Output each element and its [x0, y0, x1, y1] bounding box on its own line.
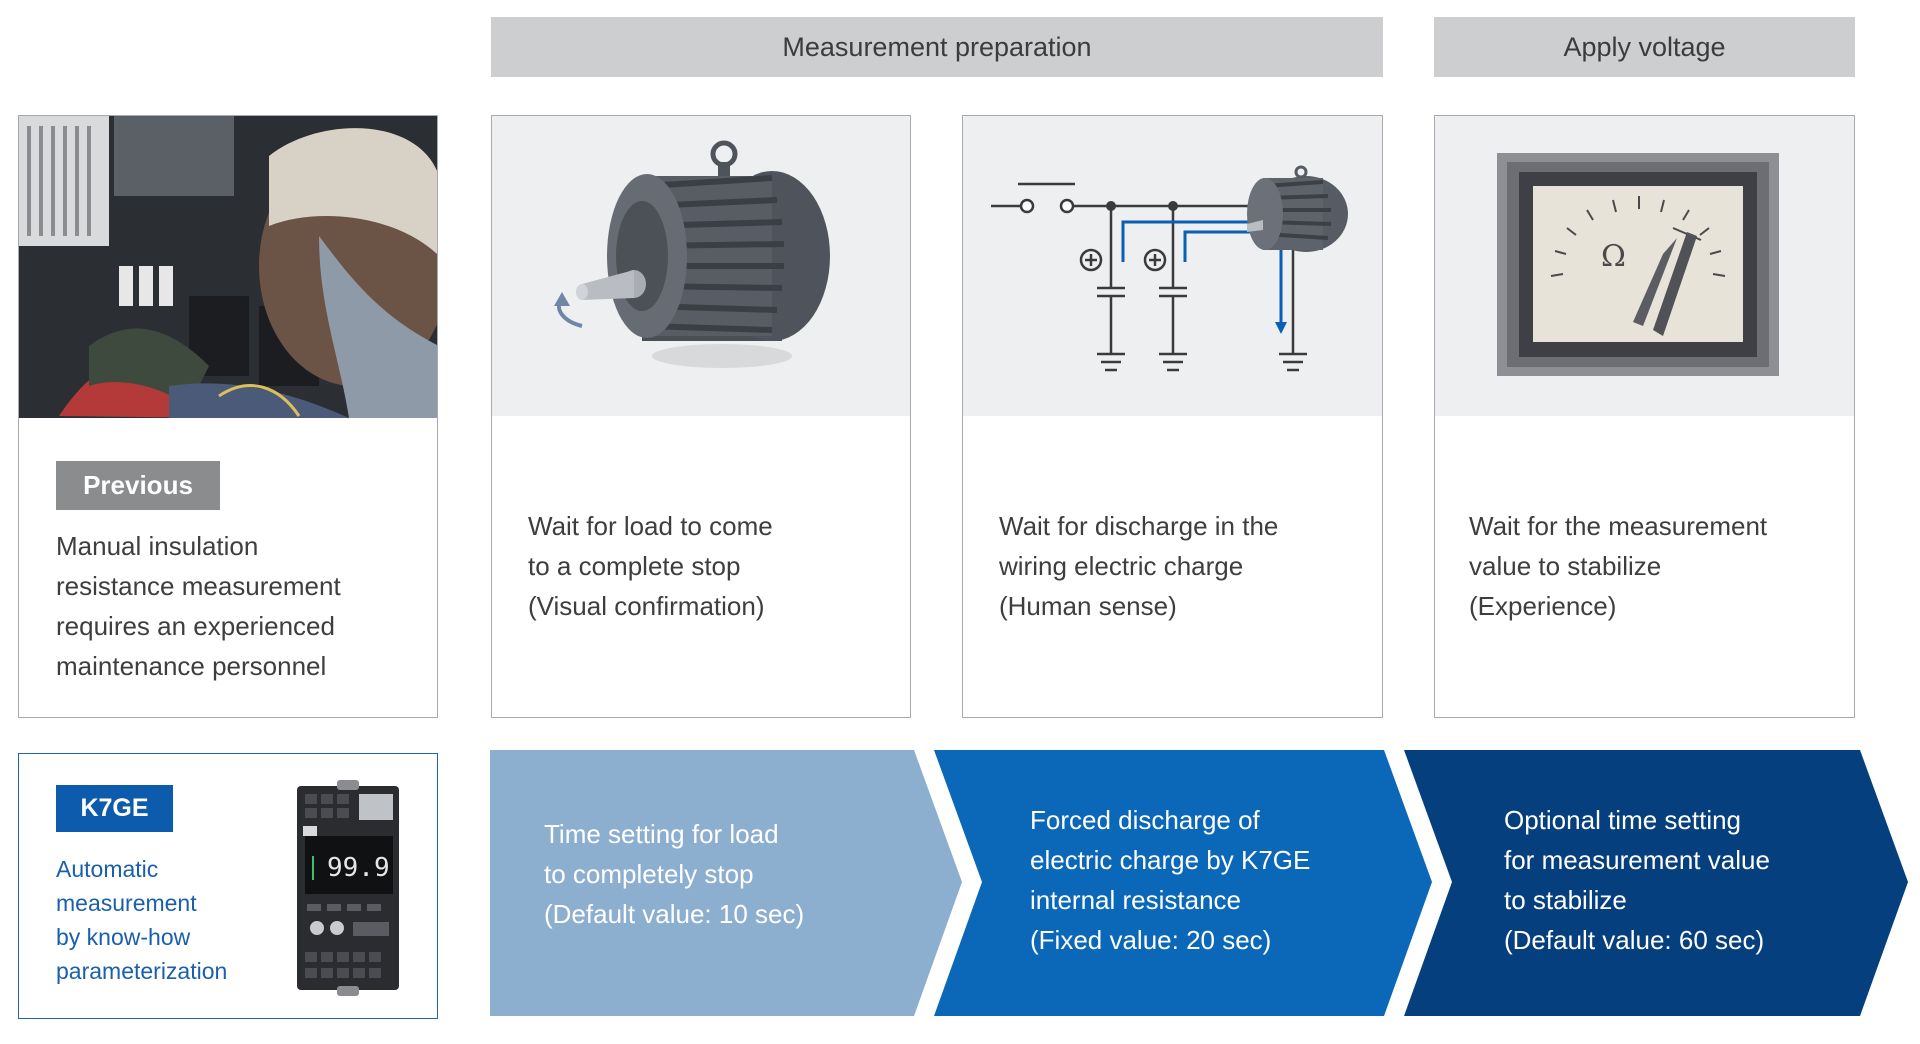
process-arrows — [490, 750, 1908, 1016]
arrow-step-1 — [490, 750, 962, 1016]
step-card-load-stop: Wait for load to come to a complete stop… — [491, 115, 911, 718]
motor-illustration — [492, 116, 910, 416]
arrow-step-2 — [934, 750, 1432, 1016]
header-apply-voltage: Apply voltage — [1434, 17, 1855, 77]
k7ge-badge: K7GE — [56, 785, 173, 832]
header-measurement-preparation: Measurement preparation — [491, 17, 1383, 77]
previous-badge: Previous — [56, 461, 220, 510]
k7ge-card: K7GE Automatic measurement by know-how p… — [18, 753, 438, 1019]
previous-description: Manual insulation resistance measurement… — [56, 531, 341, 681]
k7ge-display-value: 99.9 — [327, 853, 390, 883]
arrow-step-2-text: Forced discharge of electric charge by K… — [1030, 805, 1311, 955]
meter-illustration: Ω — [1435, 116, 1854, 416]
step-description: Wait for load to come to a complete stop… — [528, 511, 773, 621]
discharge-circuit-illustration — [963, 116, 1382, 416]
ohm-symbol: Ω — [1601, 239, 1626, 274]
step-description: Wait for discharge in the wiring electri… — [999, 511, 1279, 621]
step-card-stabilize: Ω Wait for the measurement value to stab… — [1434, 115, 1855, 718]
arrow-step-1-text: Time setting for load to completely stop… — [544, 819, 805, 929]
step-card-discharge: Wait for discharge in the wiring electri… — [962, 115, 1383, 718]
previous-card: Previous Manual insulation resistance me… — [18, 115, 438, 718]
step-description: Wait for the measurement value to stabil… — [1469, 511, 1768, 621]
technician-photo — [19, 116, 437, 418]
arrow-step-3 — [1404, 750, 1908, 1016]
k7ge-device-image: 99.9 — [297, 780, 399, 996]
arrow-step-3-text: Optional time setting for measurement va… — [1504, 805, 1770, 955]
k7ge-description: Automatic measurement by know-how parame… — [56, 856, 228, 984]
